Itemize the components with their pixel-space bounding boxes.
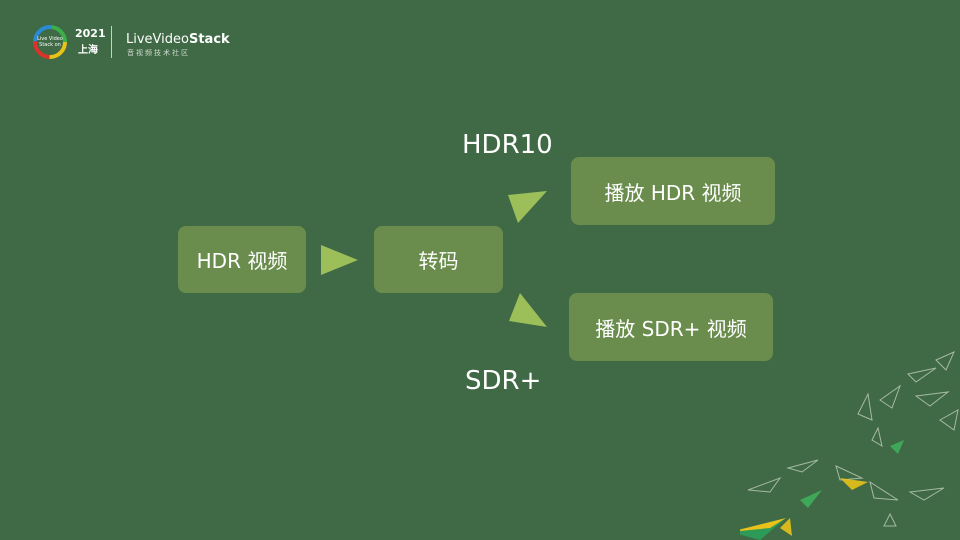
brand-name: LiveVideoStack <box>126 32 230 47</box>
event-year: 2021 <box>75 27 106 40</box>
logo-divider <box>111 26 112 58</box>
node-play-sdr: 播放 SDR+ 视频 <box>569 293 773 361</box>
event-city: 上海 <box>78 45 98 56</box>
node-transcode: 转码 <box>374 226 503 293</box>
node-hdr-video: HDR 视频 <box>178 226 306 293</box>
brand-prefix: LiveVideo <box>126 32 189 47</box>
arrow-transcode-to-play-sdr-icon <box>509 293 547 327</box>
arrow-transcode-to-play-hdr-icon <box>508 191 547 223</box>
event-logo: Live Video Stack on 2021 上海 LiveVideoSta… <box>28 22 248 62</box>
node-play-sdr-label: 播放 SDR+ 视频 <box>595 316 747 341</box>
brand-suffix: Stack <box>188 32 230 47</box>
arrow-hdr-to-transcode-icon <box>321 245 358 275</box>
edge-label-hdr10: HDR10 <box>462 130 553 160</box>
event-ring-logo-icon: Live Video Stack on <box>32 24 68 60</box>
brand-subtitle: 音视频技术社区 <box>127 49 190 57</box>
node-play-hdr-label: 播放 HDR 视频 <box>604 180 742 205</box>
edge-label-sdr-plus: SDR+ <box>465 366 542 396</box>
svg-text:Live Video: Live Video <box>37 36 63 42</box>
svg-text:Stack on: Stack on <box>39 42 61 48</box>
node-play-hdr: 播放 HDR 视频 <box>571 157 775 225</box>
node-transcode-label: 转码 <box>418 249 459 273</box>
decorative-paper-planes-icon <box>740 351 959 540</box>
node-hdr-video-label: HDR 视频 <box>196 249 288 273</box>
